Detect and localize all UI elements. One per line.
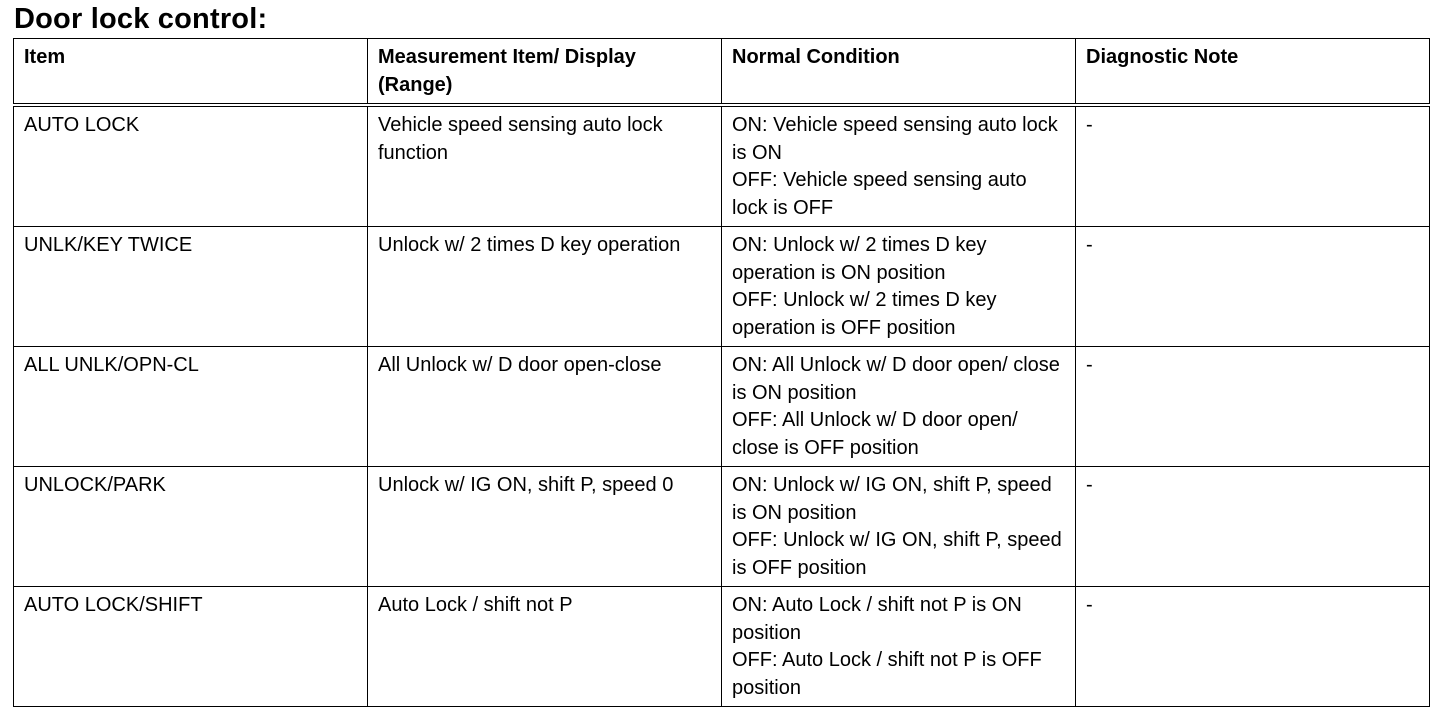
diagnostic-note-cell: - [1075,346,1430,467]
item-cell: AUTO LOCK [13,104,368,227]
normal-condition-off: OFF: Unlock w/ 2 times D key operation i… [732,289,997,339]
normal-condition-off: OFF: Auto Lock / shift not P is OFF posi… [732,649,1042,699]
measurement-cell: Unlock w/ 2 times D key operation [367,226,722,347]
normal-condition-on: ON: Unlock w/ 2 times D key operation is… [732,234,987,284]
header-diagnostic-note: Diagnostic Note [1075,38,1430,107]
table-row: ALL UNLK/OPN-CL All Unlock w/ D door ope… [13,346,1430,467]
normal-condition-off: OFF: Unlock w/ IG ON, shift P, speed is … [732,529,1062,579]
normal-condition-off: OFF: Vehicle speed sensing auto lock is … [732,169,1027,219]
normal-condition-cell: ON: Auto Lock / shift not P is ON positi… [721,586,1076,707]
table-header-row: Item Measurement Item/ Display (Range) N… [13,38,1430,107]
diagnostic-note-cell: - [1075,466,1430,587]
normal-condition-off: OFF: All Unlock w/ D door open/ close is… [732,409,1018,459]
table-row: AUTO LOCK Vehicle speed sensing auto loc… [13,104,1430,227]
normal-condition-cell: ON: Vehicle speed sensing auto lock is O… [721,104,1076,227]
item-cell: AUTO LOCK/SHIFT [13,586,368,707]
normal-condition-cell: ON: Unlock w/ IG ON, shift P, speed is O… [721,466,1076,587]
normal-condition-on: ON: Vehicle speed sensing auto lock is O… [732,114,1058,164]
diagnostic-note-cell: - [1075,104,1430,227]
normal-condition-on: ON: Unlock w/ IG ON, shift P, speed is O… [732,474,1052,524]
measurement-cell: Vehicle speed sensing auto lock function [367,104,722,227]
table-row: UNLK/KEY TWICE Unlock w/ 2 times D key o… [13,226,1430,347]
item-cell: UNLOCK/PARK [13,466,368,587]
measurement-cell: Unlock w/ IG ON, shift P, speed 0 [367,466,722,587]
normal-condition-cell: ON: Unlock w/ 2 times D key operation is… [721,226,1076,347]
normal-condition-cell: ON: All Unlock w/ D door open/ close is … [721,346,1076,467]
normal-condition-on: ON: Auto Lock / shift not P is ON positi… [732,594,1022,644]
header-normal-condition: Normal Condition [721,38,1076,107]
measurement-cell: All Unlock w/ D door open-close [367,346,722,467]
table-row: UNLOCK/PARK Unlock w/ IG ON, shift P, sp… [13,466,1430,587]
diagnostic-note-cell: - [1075,586,1430,707]
header-item: Item [13,38,368,107]
header-measurement-item-display-range: Measurement Item/ Display (Range) [367,38,722,107]
normal-condition-on: ON: All Unlock w/ D door open/ close is … [732,354,1060,404]
item-cell: UNLK/KEY TWICE [13,226,368,347]
page-title: Door lock control: [14,3,268,35]
item-cell: ALL UNLK/OPN-CL [13,346,368,467]
measurement-cell: Auto Lock / shift not P [367,586,722,707]
table-row: AUTO LOCK/SHIFT Auto Lock / shift not P … [13,586,1430,707]
door-lock-control-table: Item Measurement Item/ Display (Range) N… [13,38,1430,707]
diagnostic-note-cell: - [1075,226,1430,347]
